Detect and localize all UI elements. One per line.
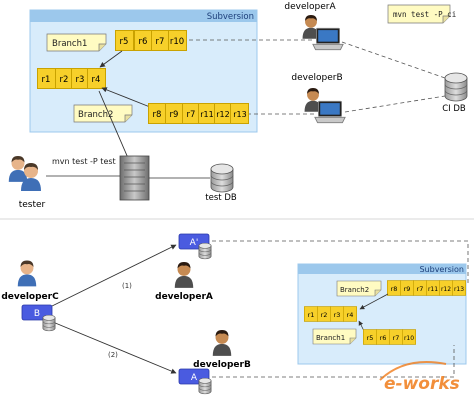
branch2-revs-top: r8 r9 r7 r11 r12 r13 (148, 103, 249, 124)
database-icon (210, 163, 234, 193)
rev-cell: r3 (76, 75, 85, 85)
ci-command-text: mvn test -P ci (393, 10, 456, 19)
ci-db: CI DB (442, 72, 468, 114)
rev-cell: r2 (321, 311, 328, 319)
step-1-label: (1) (122, 282, 132, 290)
rev-cell: r8 (391, 285, 398, 293)
arrow-B-to-A (47, 319, 177, 374)
server-command: mvn test -P test (52, 157, 116, 166)
link-A-svn (212, 345, 455, 378)
database-icon (198, 377, 212, 395)
developerA-label-bottom: developerA (155, 292, 213, 302)
developerB-top: developerB (291, 73, 346, 124)
trunk-revs-bottom: r1 r2 r3 r4 (304, 306, 357, 322)
link-trunk-server (98, 90, 129, 159)
rev-cell: r7 (417, 285, 424, 293)
tester-label: tester (19, 200, 46, 210)
test-db: test DB (149, 163, 237, 203)
bottom-scenario: Subversion (1) (2) developerC B A' (1, 233, 469, 395)
rev-cell: r1 (308, 311, 315, 319)
person-icon (17, 260, 37, 287)
rev-cell: r5 (367, 334, 374, 342)
developerB-label-bottom: developerB (193, 360, 251, 370)
rev-cell: r8 (153, 110, 162, 120)
branch1-note-top: Branch1 (46, 33, 107, 52)
merge-arrows-top (99, 50, 151, 108)
arrow-B-to-Aprime (47, 244, 177, 309)
developerB-label-top: developerB (291, 73, 342, 83)
repo-A-label: A (191, 373, 198, 383)
ci-db-label: CI DB (442, 104, 466, 114)
branch1-revs-bottom: r5 r6 r7 r10 (363, 329, 416, 345)
rev-cell: r6 (139, 37, 148, 47)
trunk-revs-top: r1 r2 r3 r4 (37, 68, 106, 89)
rev-cell: r2 (60, 75, 69, 85)
rev-cell: r4 (92, 75, 101, 85)
step-2-label: (2) (108, 351, 118, 359)
rev-cell: r9 (404, 285, 411, 293)
merge-arrow-branch1 (99, 50, 123, 68)
ci-command-note: mvn test -P ci (387, 4, 456, 24)
branch2-label-top: Branch2 (78, 110, 113, 120)
branch1-label-top: Branch1 (52, 39, 87, 49)
rev-cell: r11 (428, 286, 438, 293)
eworks-watermark: e-works (379, 361, 460, 394)
test-db-label: test DB (205, 193, 237, 203)
watermark-text: e-works (384, 374, 460, 394)
rev-cell: r7 (187, 110, 196, 120)
developerA-label-top: developerA (284, 2, 336, 12)
link-Aprime-svn (212, 240, 469, 286)
branch2-note-top: Branch2 (73, 104, 133, 123)
top-dashed-links (189, 39, 446, 115)
branch2-revs-bottom: r8 r9 r7 r11 r12 r13 (387, 280, 466, 296)
rev-cell: r10 (170, 37, 184, 47)
database-icon (444, 72, 468, 102)
rev-cell: r12 (441, 286, 451, 293)
rev-cell: r13 (454, 286, 464, 293)
developerA-bottom: A' developerA (155, 233, 213, 302)
laptop-icon (312, 27, 344, 51)
rev-cell: r11 (200, 110, 213, 119)
tester-group: tester (8, 156, 120, 210)
person-icon (212, 330, 232, 356)
developerB-bottom: developerB A (178, 330, 251, 395)
rev-cell: r3 (334, 311, 341, 319)
repo-B-label: B (34, 309, 40, 319)
rev-cell: r10 (404, 335, 414, 342)
rev-cell: r12 (216, 110, 229, 119)
branch2-label-bottom: Branch2 (340, 286, 369, 294)
rev-cell: r13 (233, 110, 246, 119)
rev-cell: r1 (42, 75, 51, 85)
link-developerA-ci (341, 41, 446, 79)
branch1-revs-top: r5 r6 r7 r10 (115, 30, 187, 51)
database-icon (198, 242, 212, 260)
rev-cell: r4 (347, 311, 354, 319)
rev-cell: r7 (393, 334, 400, 342)
rev-cell: r7 (156, 37, 165, 47)
bottom-arrows (47, 244, 177, 374)
developerC-group: developerC B (1, 260, 59, 332)
rev-cell: r6 (380, 334, 387, 342)
branch1-label-bottom: Branch1 (316, 334, 345, 342)
branch2-note-bottom: Branch2 (336, 280, 382, 297)
developerA-top: developerA (284, 2, 344, 51)
svn-title-top: Subversion (207, 12, 254, 22)
merge-arrow-branch2-bottom (359, 293, 389, 310)
laptop-icon (314, 100, 346, 124)
rev-cell: r5 (120, 37, 129, 47)
branch1-note-bottom: Branch1 (312, 328, 357, 345)
test-server: mvn test -P test (52, 90, 150, 201)
link-developerB-ci (344, 95, 446, 113)
rev-cell: r9 (170, 110, 179, 120)
person-icon (174, 262, 194, 288)
merge-arrow-branch2 (101, 87, 151, 108)
developerC-label: developerC (1, 292, 59, 302)
bottom-dashed-links (212, 240, 469, 378)
repo-Aprime-label: A' (190, 238, 199, 248)
top-scenario: Subversion Branch1 r5 r6 r7 r10 (8, 2, 468, 210)
database-icon (42, 314, 56, 332)
svn-title-bottom: Subversion (419, 265, 464, 274)
